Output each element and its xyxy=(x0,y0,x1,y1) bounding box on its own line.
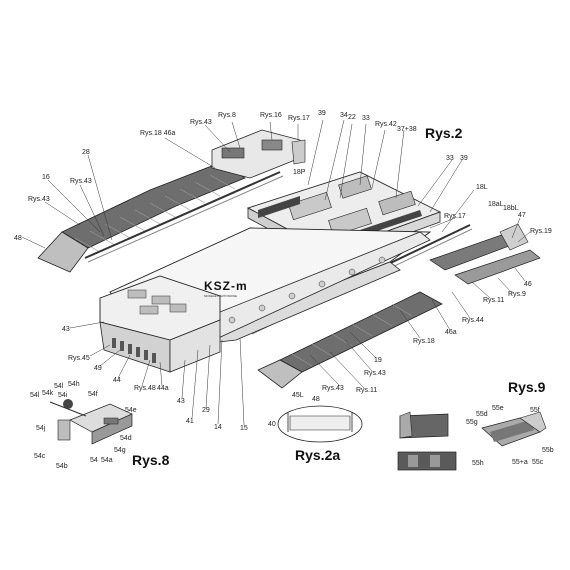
label-39-right: 39 xyxy=(460,155,468,162)
label-54g: 54g xyxy=(114,447,126,454)
label-rys17-top: Rys.17 xyxy=(288,115,310,122)
label-18bl: 18bL xyxy=(503,205,519,212)
track-strip-right xyxy=(429,223,541,285)
label-49: 49 xyxy=(94,365,102,372)
label-55h: 55h xyxy=(472,460,484,467)
label-rys18-right: Rys.18 xyxy=(413,338,435,345)
label-28: 28 xyxy=(82,149,90,156)
label-54j: 54j xyxy=(36,425,46,432)
logo-subtitle: MODELE KARTONOWE xyxy=(204,294,237,298)
label-55a: 55+a xyxy=(512,459,528,466)
label-54l-a: 54l xyxy=(54,383,64,390)
label-37-38: 37+38 xyxy=(397,126,417,133)
label-rys19: Rys.19 xyxy=(530,228,552,235)
inset-rys2a xyxy=(277,405,363,443)
label-54l-b: 54l xyxy=(30,392,40,399)
label-54i: 54i xyxy=(58,392,68,399)
logo-text: KSZ-m xyxy=(204,279,248,293)
label-43-low: 43 xyxy=(177,398,185,405)
label-39-top: 39 xyxy=(318,110,326,117)
label-55e: 55e xyxy=(492,405,504,412)
label-rys9-ref: Rys.9 xyxy=(508,291,526,298)
label-rys43-top: Rys.43 xyxy=(190,119,212,126)
label-rys11-right: Rys.11 xyxy=(483,297,504,304)
label-33-top: 33 xyxy=(362,115,370,122)
label-rys48: Rys.48 xyxy=(134,385,156,392)
label-55b: 55b xyxy=(542,447,554,454)
label-18l: 18L xyxy=(476,184,488,191)
leader-lines xyxy=(21,119,531,426)
upper-fender-parts xyxy=(211,129,306,179)
label-18al: 18aL xyxy=(488,201,504,208)
label-rys44: Rys.44 xyxy=(462,317,484,324)
label-19: 19 xyxy=(374,357,382,364)
label-46: 46 xyxy=(524,281,532,288)
label-54c: 54c xyxy=(34,453,46,460)
label-55c: 55c xyxy=(532,459,544,466)
label-22: 22 xyxy=(348,114,356,121)
label-55f: 55f xyxy=(530,407,540,414)
label-41: 41 xyxy=(186,418,194,425)
label-54b: 54b xyxy=(56,463,68,470)
part-labels: Rys.18 46a Rys.43 Rys.8 Rys.16 Rys.17 39… xyxy=(14,110,554,470)
subassembly-rys9 xyxy=(397,411,547,471)
label-rys11-low: Rys.11 xyxy=(356,387,377,394)
title-rys9: Rys.9 xyxy=(508,379,546,395)
label-rys43-left2: Rys.43 xyxy=(28,196,50,203)
label-rys43-left: Rys.43 xyxy=(70,178,92,185)
label-54f: 54f xyxy=(88,391,98,398)
label-43-left: 43 xyxy=(62,326,70,333)
label-rys42: Rys.42 xyxy=(375,121,397,128)
label-rys17-right: Rys.17 xyxy=(444,213,466,220)
label-54d: 54d xyxy=(120,435,132,442)
label-54a: 54a xyxy=(101,457,113,464)
subassembly-rys8 xyxy=(49,399,133,445)
label-rys18-46a: Rys.18 46a xyxy=(140,130,176,137)
title-rys2: Rys.2 xyxy=(425,125,463,141)
label-rys16-top: Rys.16 xyxy=(260,112,282,119)
label-rys8-top: Rys.8 xyxy=(218,112,236,119)
front-hull-block xyxy=(99,275,221,373)
label-45l: 45L xyxy=(292,392,304,399)
label-29: 29 xyxy=(202,407,210,414)
label-15: 15 xyxy=(240,425,248,432)
label-54e: 54e xyxy=(125,407,137,414)
label-18p: 18P xyxy=(293,169,306,176)
ksz-m-logo: KSZ-m MODELE KARTONOWE xyxy=(204,279,248,298)
track-belt-upper xyxy=(37,161,246,273)
label-54: 54 xyxy=(90,457,98,464)
label-55g: 55g xyxy=(466,419,478,426)
label-rys43-mid: Rys.43 xyxy=(364,370,386,377)
label-48-low: 48 xyxy=(312,396,320,403)
label-14: 14 xyxy=(214,424,222,431)
label-44a: 44a xyxy=(157,385,169,392)
title-rys8: Rys.8 xyxy=(132,452,170,468)
label-rys43-low: Rys.43 xyxy=(322,385,344,392)
label-34: 34 xyxy=(340,112,348,119)
label-40: 40 xyxy=(268,421,276,428)
label-33-right: 33 xyxy=(446,155,454,162)
label-54h: 54h xyxy=(68,381,80,388)
label-46a: 46a xyxy=(445,329,457,336)
label-54k: 54k xyxy=(42,390,54,397)
label-rys45: Rys.45 xyxy=(68,355,90,362)
title-rys2a: Rys.2a xyxy=(295,447,340,463)
label-48-left: 48 xyxy=(14,235,22,242)
label-55d: 55d xyxy=(476,411,488,418)
label-44: 44 xyxy=(113,377,121,384)
label-47: 47 xyxy=(518,212,526,219)
label-16: 16 xyxy=(42,174,50,181)
